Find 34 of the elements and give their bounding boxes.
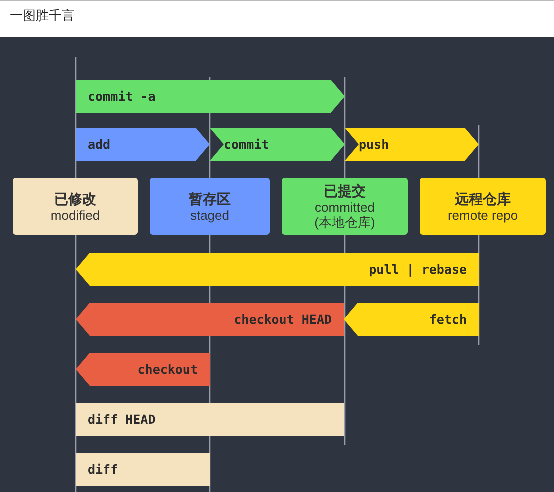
state-subtitle: remote repo <box>448 208 518 222</box>
command-band <box>345 128 479 161</box>
command-band <box>76 303 344 336</box>
command-text: add <box>88 136 111 154</box>
command-bar <box>76 453 210 486</box>
command-text: pull | rebase <box>369 261 467 279</box>
state-box <box>150 178 270 235</box>
state-subtitle: (本地仓库) <box>314 215 376 230</box>
command-band <box>210 128 345 161</box>
state-box <box>420 178 546 235</box>
command-band <box>76 80 345 113</box>
state-subtitle: committed <box>315 200 375 215</box>
command-text: checkout HEAD <box>234 311 332 329</box>
command-text: push <box>359 136 390 154</box>
command-text: fetch <box>429 311 467 329</box>
command-band <box>76 128 210 161</box>
command-text: checkout <box>138 361 198 379</box>
state-subtitle: modified <box>50 208 100 222</box>
command-text: commit <box>224 136 270 154</box>
command-band <box>76 253 479 286</box>
command-text: diff HEAD <box>88 411 156 429</box>
command-text: commit -a <box>88 88 156 106</box>
state-box <box>13 178 138 235</box>
state-title: 远程仓库 <box>455 190 511 208</box>
page-title: 一图胜千言 <box>10 7 75 25</box>
command-band <box>76 353 210 386</box>
state-title: 已提交 <box>324 183 366 200</box>
state-box <box>282 178 408 235</box>
state-title: 暂存区 <box>189 190 231 208</box>
command-text: diff <box>88 461 118 479</box>
state-title: 已修改 <box>54 190 96 208</box>
command-bar <box>76 403 344 436</box>
command-band <box>344 303 479 336</box>
state-subtitle: staged <box>190 208 230 222</box>
